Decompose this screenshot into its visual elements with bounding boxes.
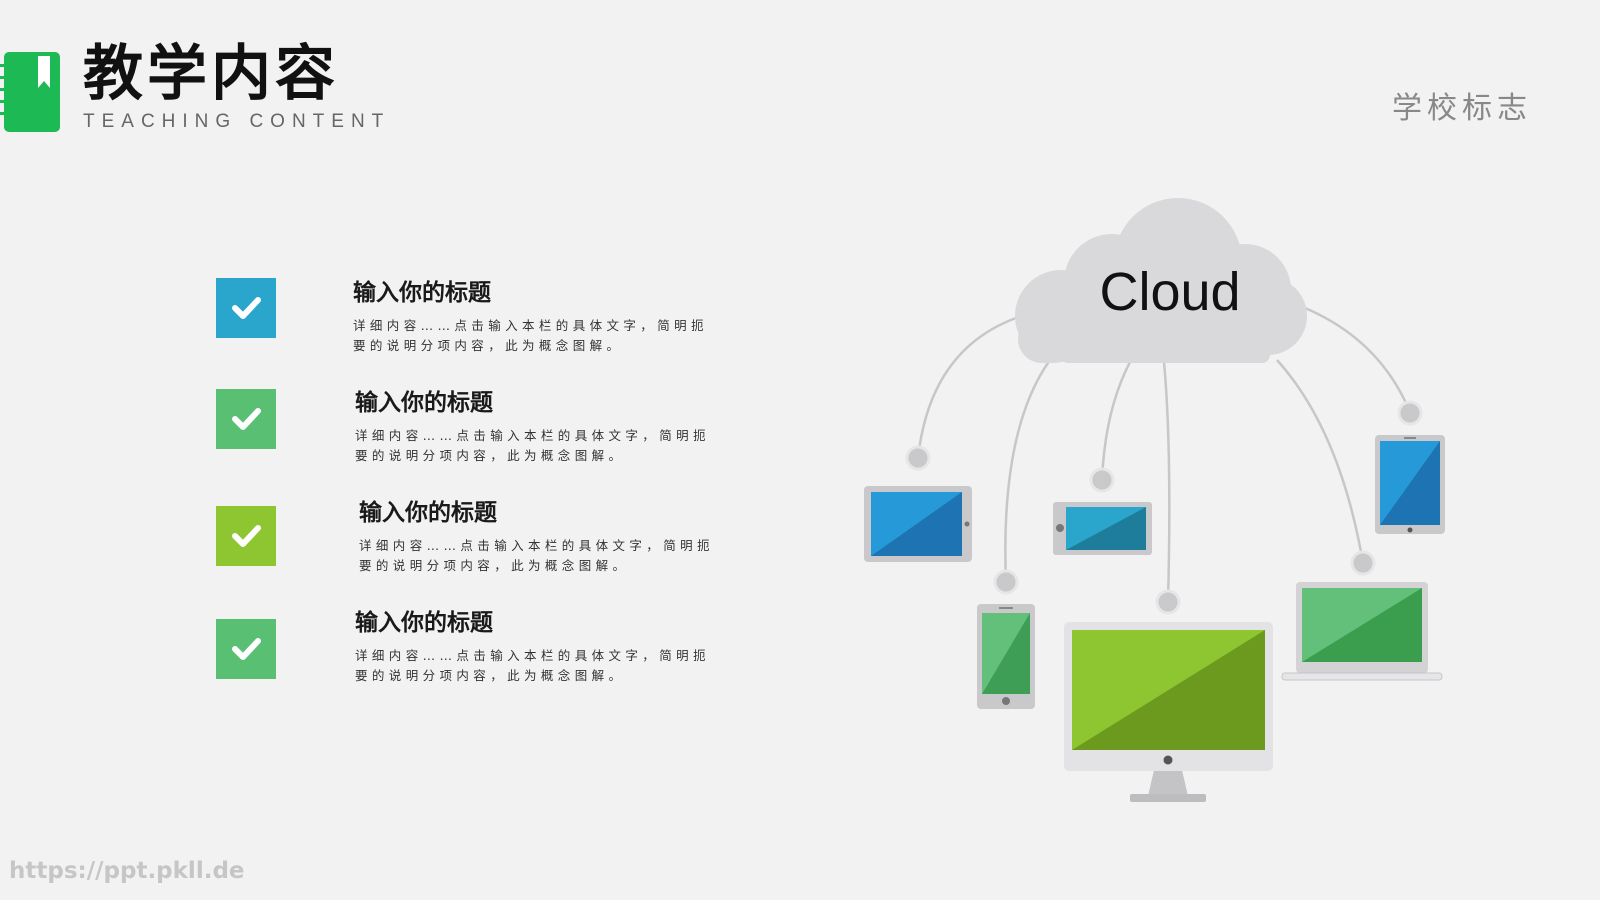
page-subtitle: TEACHING CONTENT: [83, 111, 391, 132]
cloud-icon: [1015, 198, 1307, 363]
check-icon: [232, 408, 261, 430]
item-heading[interactable]: 输入你的标题: [355, 610, 493, 636]
checkbox-icon: [216, 619, 276, 679]
item-description[interactable]: 详细内容……点击输入本栏的具体文字，简明扼要的说明分项内容，此为概念图解。: [355, 428, 710, 463]
item-heading[interactable]: 输入你的标题: [359, 500, 497, 526]
connector-lines: [916, 306, 1412, 603]
page-title: 教学内容: [83, 39, 339, 109]
cloud-label: Cloud: [1099, 262, 1240, 322]
item-heading[interactable]: 输入你的标题: [353, 280, 491, 306]
desktop-monitor-icon: [1064, 622, 1273, 802]
item-description[interactable]: 详细内容……点击输入本栏的具体文字，简明扼要的说明分项内容，此为概念图解。: [353, 318, 708, 353]
checkbox-icon: [216, 389, 276, 449]
check-icon: [232, 638, 261, 660]
school-logo-placeholder[interactable]: 学校标志: [1392, 91, 1532, 126]
checkbox-icon: [216, 506, 276, 566]
connector-nodes: [905, 400, 1423, 615]
tablet-landscape-icon: [1053, 502, 1152, 555]
check-icon: [232, 525, 261, 547]
laptop-icon: [1281, 582, 1443, 681]
book-bookmark-icon: [0, 52, 60, 132]
tablet-icon: [864, 486, 972, 562]
check-icon: [232, 297, 261, 319]
item-description[interactable]: 详细内容……点击输入本栏的具体文字，简明扼要的说明分项内容，此为概念图解。: [359, 538, 714, 573]
watermark-url: https://ppt.pkll.de: [9, 858, 245, 884]
phone-icon: [977, 604, 1035, 709]
item-heading[interactable]: 输入你的标题: [355, 390, 493, 416]
tablet-portrait-icon: [1375, 435, 1445, 534]
checkbox-icon: [216, 278, 276, 338]
item-description[interactable]: 详细内容……点击输入本栏的具体文字，简明扼要的说明分项内容，此为概念图解。: [355, 648, 710, 683]
